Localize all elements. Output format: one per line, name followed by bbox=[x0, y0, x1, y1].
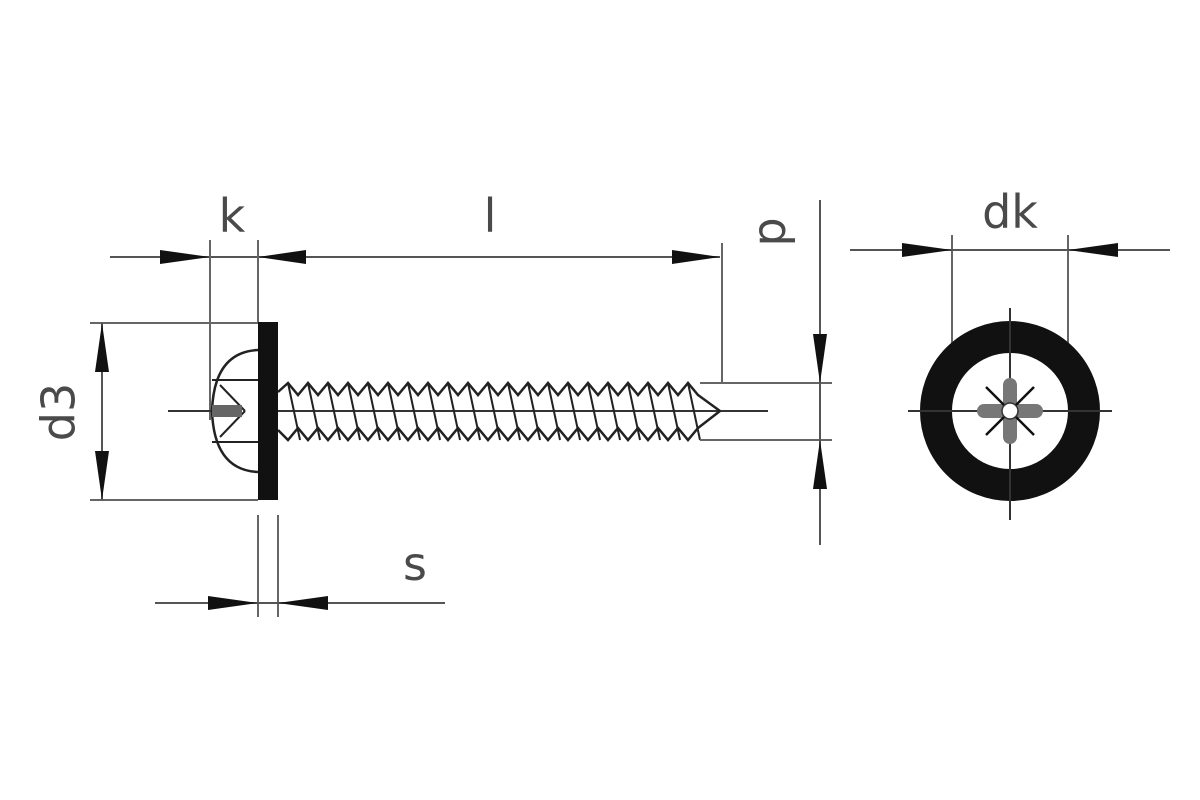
thread-line bbox=[277, 381, 721, 413]
screw-thread bbox=[277, 381, 721, 442]
arrow-icon bbox=[1068, 243, 1118, 257]
s-dimension: s bbox=[155, 515, 445, 617]
arrow-icon bbox=[813, 334, 827, 383]
label-s: s bbox=[403, 537, 427, 591]
sealing-washer bbox=[258, 322, 278, 500]
screw-top-view: dk bbox=[850, 185, 1170, 520]
arrow-icon bbox=[278, 596, 328, 610]
arrow-icon bbox=[813, 440, 827, 489]
arrow-icon bbox=[672, 250, 720, 264]
arrow-icon bbox=[95, 451, 109, 500]
label-l: l bbox=[484, 189, 497, 243]
arrow-icon bbox=[258, 250, 306, 264]
thread-line bbox=[277, 410, 721, 442]
label-d: d bbox=[749, 217, 803, 246]
arrow-icon bbox=[902, 243, 952, 257]
arrow-icon bbox=[95, 323, 109, 372]
d-dimension: d bbox=[700, 200, 832, 545]
k-l-dimension: k l bbox=[110, 189, 723, 420]
arrow-icon bbox=[160, 250, 210, 264]
arrow-icon bbox=[208, 596, 258, 610]
label-k: k bbox=[219, 189, 246, 243]
screw-side-view bbox=[168, 322, 768, 500]
screw-head bbox=[210, 348, 259, 474]
d3-dimension: d3 bbox=[32, 322, 258, 501]
thread-line bbox=[287, 382, 701, 441]
pozidriv-recess-icon bbox=[977, 378, 1043, 444]
label-dk: dk bbox=[982, 185, 1038, 239]
label-d3: d3 bbox=[32, 383, 86, 441]
